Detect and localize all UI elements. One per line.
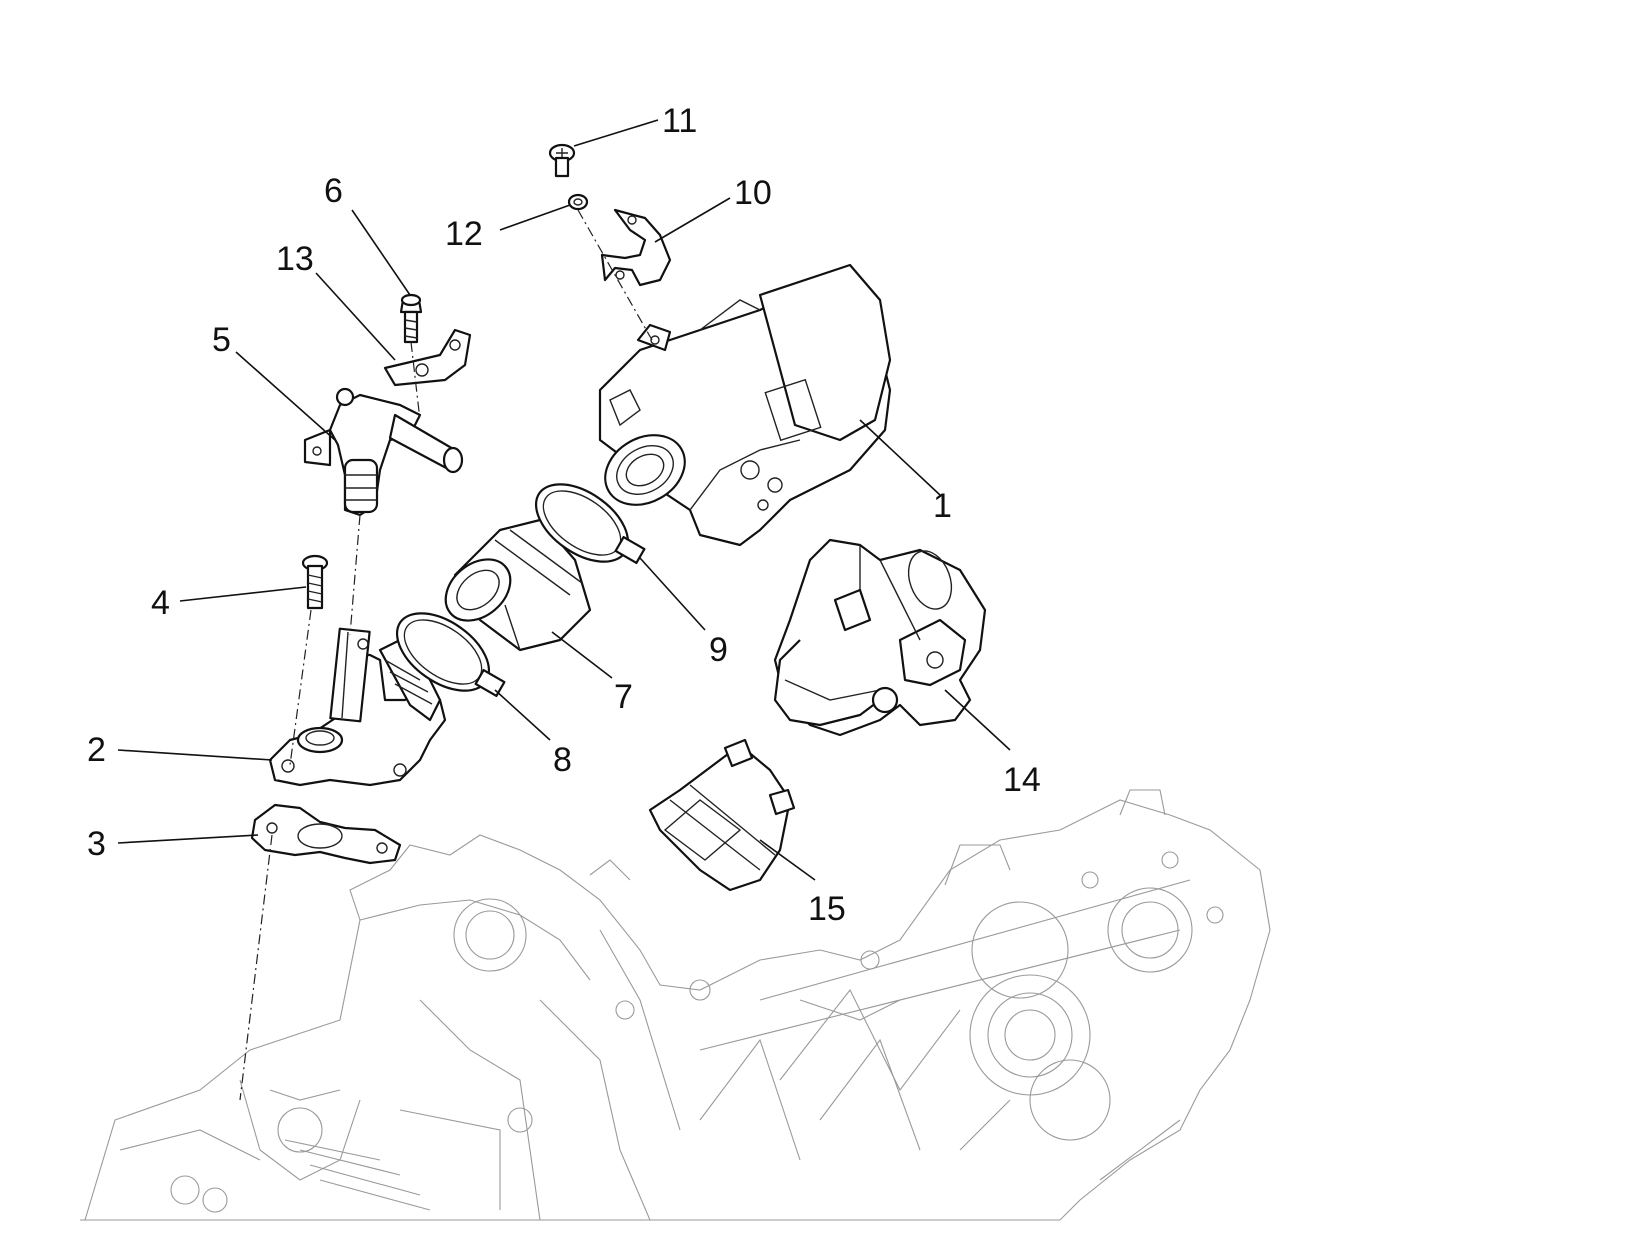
bolt-part-4 (301, 554, 329, 610)
callout-8: 8 (553, 741, 572, 779)
callout-9: 9 (709, 631, 728, 669)
callout-14: 14 (1003, 761, 1041, 799)
leader-lines (117, 119, 1011, 881)
callout-7: 7 (614, 678, 633, 716)
callout-1: 1 (933, 487, 952, 525)
gasket-part-3 (250, 803, 402, 865)
callout-3: 3 (87, 825, 106, 863)
engine-crankcase-illustration (80, 789, 1271, 1221)
throttle-body-part-14 (773, 538, 987, 737)
callout-6: 6 (324, 172, 343, 210)
hose-clamp-part-8 (395, 612, 506, 698)
callout-4: 4 (151, 584, 170, 622)
rubber-sleeve-part-15 (648, 738, 796, 892)
rubber-sleeve-part-7 (444, 518, 592, 652)
fuel-injector-part-5 (303, 387, 464, 517)
screw-part-11 (548, 143, 576, 178)
washer-part-12 (567, 193, 589, 211)
callout-5: 5 (212, 321, 231, 359)
bolt-part-6 (399, 293, 423, 344)
callout-15: 15 (808, 890, 846, 928)
throttle-body-part-1 (598, 263, 892, 547)
bracket-part-13 (383, 328, 472, 387)
callout-11: 11 (662, 102, 697, 140)
callout-13: 13 (276, 240, 314, 278)
alignment-lines (239, 209, 653, 1101)
intake-manifold-part-2 (268, 627, 447, 787)
hose-clamp-part-9 (534, 483, 646, 565)
callout-12: 12 (445, 215, 483, 253)
clip-part-10 (600, 208, 672, 287)
callout-2: 2 (87, 731, 106, 769)
callout-10: 10 (734, 174, 772, 212)
callout-numbers: 1 2 3 4 5 6 7 8 9 10 11 12 13 14 15 (87, 102, 1041, 928)
